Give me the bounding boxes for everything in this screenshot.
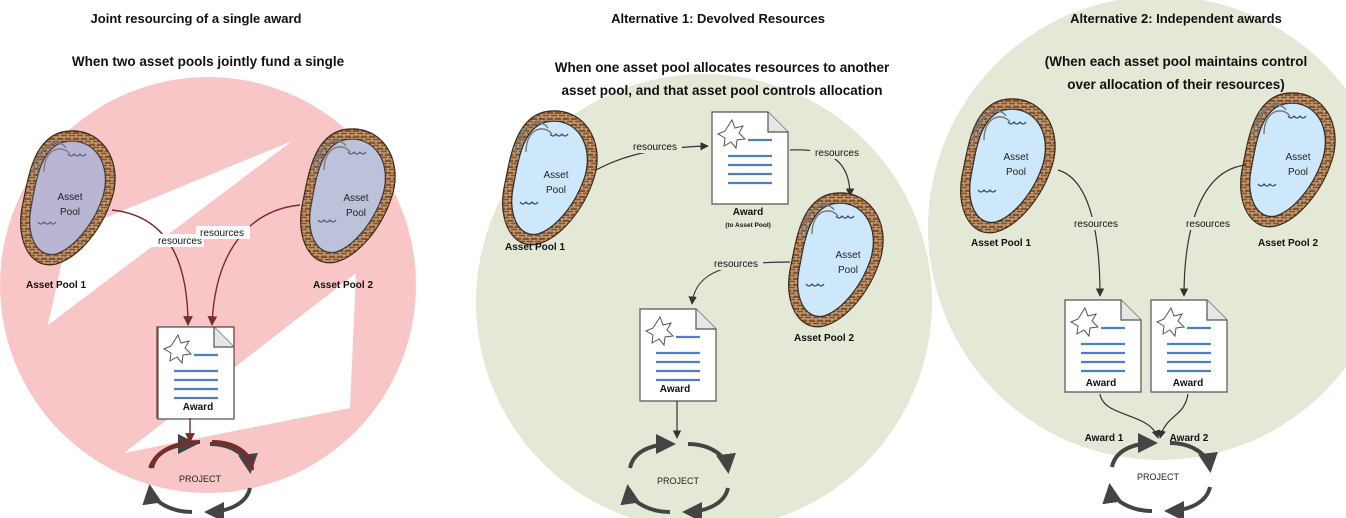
award1-caption: Award: [1086, 378, 1116, 389]
resources-label: resources: [815, 148, 859, 159]
pool2-label-line1: Asset: [343, 193, 368, 204]
award1-label: Award 1: [1085, 433, 1124, 444]
asset-pool-icon: [299, 128, 396, 264]
pool2-caption: Asset Pool 2: [794, 333, 854, 344]
project-label: PROJECT: [1137, 472, 1180, 482]
resources-label: resources: [158, 236, 202, 247]
pool1-caption: Asset Pool 1: [26, 280, 86, 291]
award2-to-project-arrow: [1157, 393, 1189, 439]
resources-arrow: [688, 261, 791, 305]
pool2-caption: Asset Pool 2: [1258, 238, 1318, 249]
panel1-title: Joint resourcing of a single award: [91, 11, 302, 26]
pool2-caption: Asset Pool 2: [313, 280, 373, 291]
pool1-label-line2: Pool: [60, 207, 80, 218]
award-document-icon: [710, 110, 790, 206]
pool2-label-line1: Asset: [1285, 152, 1310, 163]
panel3-subtitle-line1: (When each asset pool maintains control: [1045, 54, 1308, 69]
panel-independent-awards: Alternative 2: Independent awards (When …: [928, 0, 1346, 511]
pool2-label-line2: Pool: [346, 208, 366, 219]
pool1-label-line1: Asset: [543, 170, 568, 181]
award-top-subcaption: (to Asset Pool): [725, 222, 771, 229]
resources-arrow: [595, 142, 709, 171]
panel-devolved-resources: Alternative 1: Devolved Resources When o…: [476, 11, 932, 518]
resources-label: resources: [633, 142, 677, 153]
pool1-label-line2: Pool: [546, 185, 566, 196]
resources-label: resources: [1186, 219, 1230, 230]
panel2-subtitle-line2: asset pool, and that asset pool controls…: [561, 83, 882, 98]
panel2-subtitle-line1: When one asset pool allocates resources …: [555, 60, 890, 75]
panel-joint-resourcing: Joint resourcing of a single award When …: [0, 11, 416, 512]
pool1-label-line1: Asset: [57, 192, 82, 203]
award2-caption: Award: [1173, 378, 1203, 389]
pool1-label-line2: Pool: [1006, 167, 1026, 178]
pool2-label-line1: Asset: [835, 250, 860, 261]
pool2-label-line2: Pool: [838, 265, 858, 276]
award1-to-project-arrow: [1099, 393, 1160, 439]
pool1-caption: Asset Pool 1: [505, 242, 565, 253]
resources-label: resources: [1074, 219, 1118, 230]
resources-arrow: [1057, 169, 1105, 297]
panel2-title: Alternative 1: Devolved Resources: [611, 11, 825, 26]
pool2-label-line2: Pool: [1288, 167, 1308, 178]
resources-arrow: [1179, 164, 1247, 297]
resources-label: resources: [714, 259, 758, 270]
panel3-title: Alternative 2: Independent awards: [1070, 11, 1282, 26]
resources-arrow: [789, 149, 855, 197]
award2-label: Award 2: [1170, 433, 1209, 444]
resources-label: resources: [200, 228, 244, 239]
award-bottom-caption: Award: [660, 384, 690, 395]
project-label: PROJECT: [179, 474, 222, 484]
panel3-subtitle-line2: over allocation of their resources): [1067, 77, 1285, 92]
pool1-caption: Asset Pool 1: [971, 238, 1031, 249]
award-top-caption: Award: [733, 207, 763, 218]
project-label: PROJECT: [657, 476, 700, 486]
asset-pool-icon: [19, 130, 116, 266]
panel1-subtitle-line1: When two asset pools jointly fund a sing…: [72, 54, 345, 69]
award-caption: Award: [183, 402, 213, 413]
pool1-label-line1: Asset: [1003, 152, 1028, 163]
